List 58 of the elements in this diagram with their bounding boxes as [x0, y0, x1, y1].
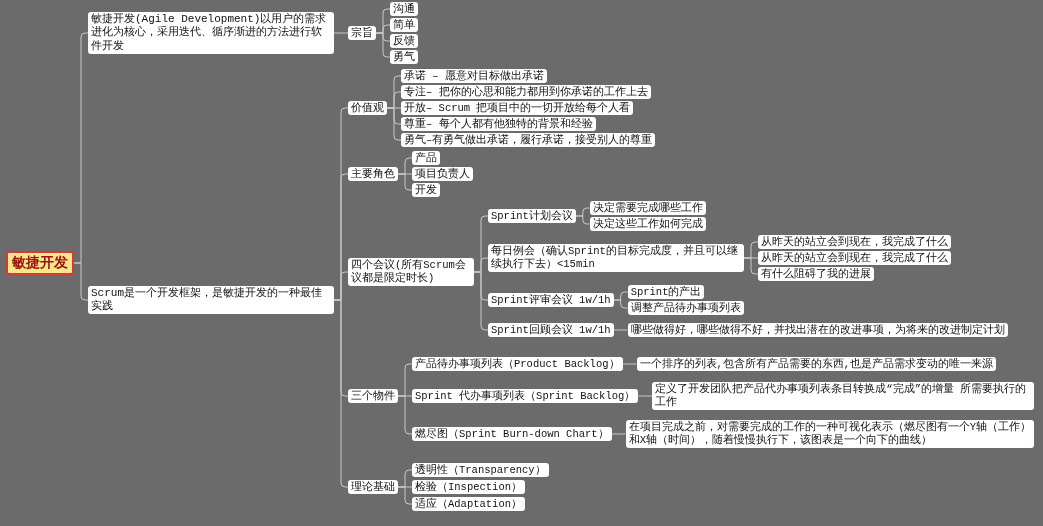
topic-box: Scrum是一个开发框架，是敏捷开发的一种最佳实践 [88, 285, 334, 315]
topic-box: 简单 [390, 17, 418, 33]
topic-box: 开发 [412, 182, 440, 198]
connector-line [613, 329, 629, 331]
connector-line [397, 173, 413, 191]
connector-line [637, 395, 653, 397]
topic-box: 承诺 – 愿意对目标做出承诺 [401, 68, 547, 84]
topic-box: 检验（Inspection） [412, 479, 525, 495]
topic-box: Sprint计划会议 [488, 208, 576, 224]
topic-box: 尊重– 每个人都有他独特的背景和经验 [401, 116, 596, 132]
topic-box: 每日例会（确认Sprint的目标完成度，并且可以继续执行下去）<15min [488, 244, 744, 272]
topic-box: 敏捷开发(Agile Development)以用户的需求进化为核心，采用迭代、循序渐进的方法进行软件开发 [88, 12, 334, 54]
topic-box: 适应（Adaptation） [412, 496, 525, 512]
topic-box: 从昨天的站立会到现在，我完成了什么 [758, 250, 951, 266]
topic-box: 有什么阻碍了我的进展 [758, 266, 874, 282]
topic-box: Sprint的产出 [627, 284, 705, 300]
topic-box: 燃尽图（Sprint Burn-down Chart） [412, 426, 612, 442]
topic-box: 宗旨 [348, 25, 376, 41]
topic-box: 透明性（Transparency） [412, 462, 549, 478]
topic-box: 主要角色 [348, 166, 398, 182]
topic-box: 理论基础 [348, 479, 398, 495]
topic-box: 勇气–有勇气做出承诺，履行承诺，接受别人的尊重 [401, 132, 656, 148]
topic-box: 三个物件 [348, 388, 398, 404]
topic-box: Sprint回顾会议 1w/1h [488, 322, 614, 338]
connector-line [575, 215, 591, 225]
connector-line [333, 299, 349, 488]
topic-box: 开放– Scrum 把项目中的一切开放给每个人看 [401, 100, 634, 116]
topic-box: 勇气 [390, 49, 418, 65]
topic-box: 定义了开发团队把产品代办事项列表条目转换成“完成”的增量 所需要执行的工作 [652, 382, 1034, 410]
connector-line [473, 271, 489, 331]
connector-line [397, 486, 413, 505]
connector-line [386, 107, 402, 141]
topic-box: 从昨天的站立会到现在，我完成了什么 [758, 234, 951, 250]
connector-line [333, 32, 349, 34]
connector-line [375, 32, 391, 58]
topic-box: 价值观 [348, 100, 387, 116]
topic-box: Sprint 代办事项列表（Sprint Backlog） [412, 388, 639, 404]
topic-box: 决定需要完成哪些工作 [589, 200, 706, 216]
topic-box: 产品 [412, 150, 440, 166]
connector-line [397, 395, 413, 435]
topic-box: Sprint评审会议 1w/1h [488, 292, 614, 308]
topic-box: 沟通 [390, 1, 418, 17]
topic-box: 决定这些工作如何完成 [589, 216, 706, 232]
topic-box: 一个排序的列表,包含所有产品需要的东西,也是产品需求变动的唯一来源 [636, 356, 997, 372]
topic-box: 产品待办事项列表（Product Backlog） [412, 356, 623, 372]
central-topic-box: 敏捷开发 [6, 250, 74, 276]
topic-box: 反馈 [390, 33, 418, 49]
topic-box: 四个会议(所有Scrum会议都是限定时长) [348, 258, 474, 286]
topic-box: 哪些做得好，哪些做得不好，并找出潜在的改进事项，为将来的改进制定计划 [627, 322, 1008, 338]
connector-line [622, 363, 637, 365]
topic-box: 专注– 把你的心思和能力都用到你承诺的工作上去 [401, 84, 651, 100]
topic-box: 调整产品待办事项列表 [627, 300, 744, 316]
connector-line [73, 262, 89, 301]
connector-line [611, 433, 627, 435]
topic-box: 在项目完成之前，对需要完成的工作的一种可视化表示（燃尽图有一个Y轴（工作）和X轴（时间），随着慢慢执行下，该图表是一个向下的曲线） [625, 420, 1034, 448]
connector-line [743, 257, 759, 275]
connector-line [613, 299, 629, 309]
topic-box: 项目负责人 [412, 166, 473, 182]
